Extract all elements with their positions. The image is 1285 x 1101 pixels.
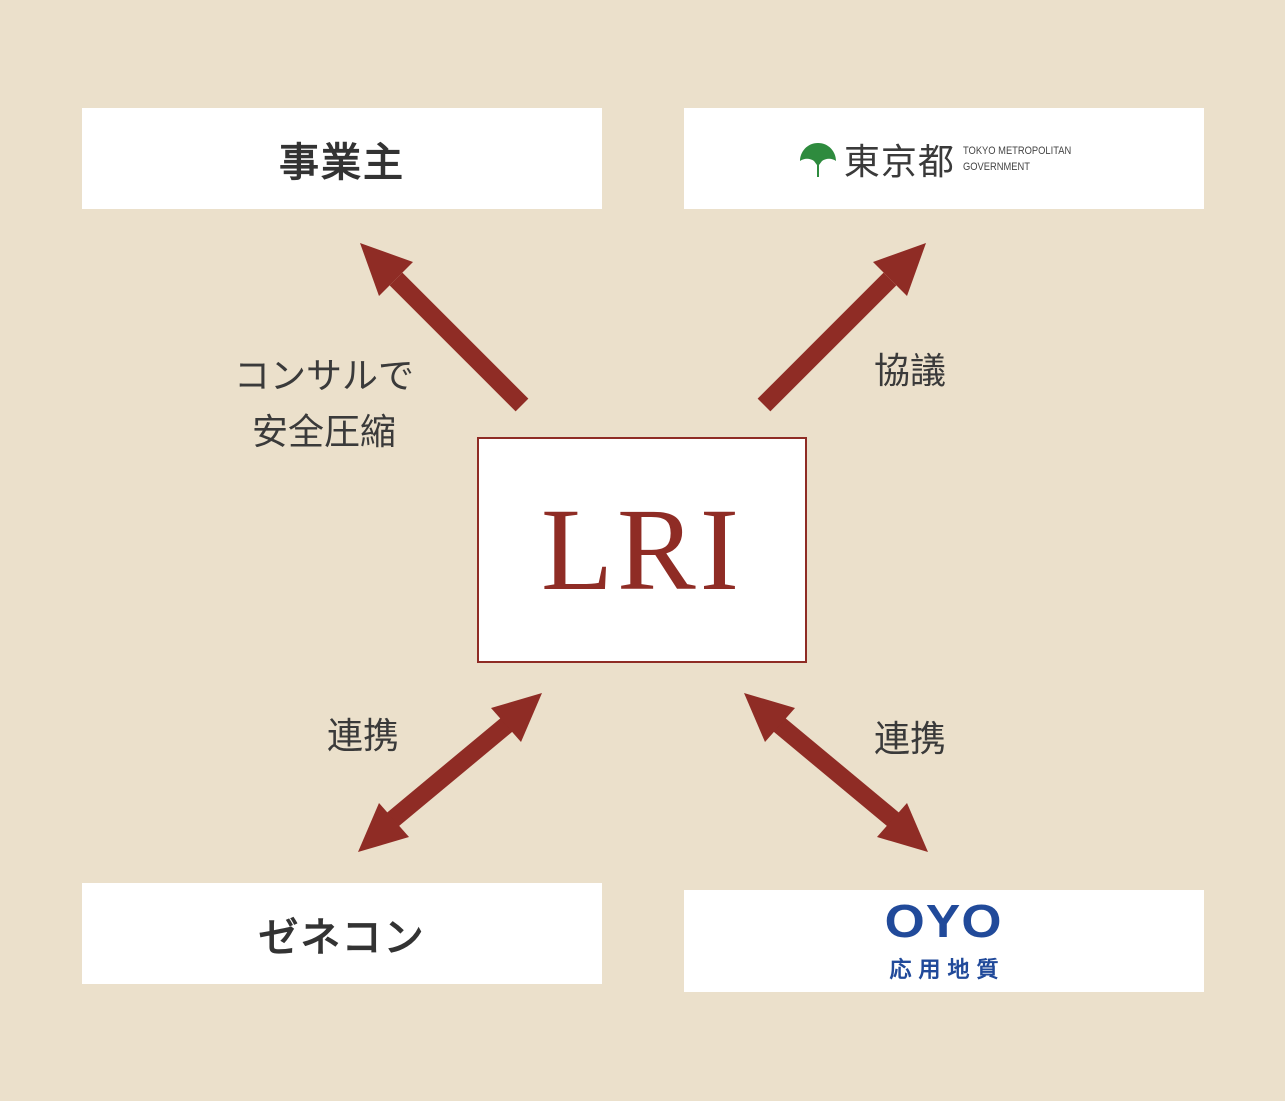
edge-tokyo-label: 協議 [874,351,947,392]
oyo-mark: OYO [885,895,1003,947]
edge-owner-label-line2: 安全圧縮 [251,412,396,453]
oyo-logo: OYO 応用地質 [882,898,1005,984]
ginkgo-leaf-icon [799,142,836,177]
tokyo-logo: 東京都 TOKYO METROPOLITAN GOVERNMENT [798,133,1090,185]
node-oyo: OYO 応用地質 [684,890,1204,992]
edge-oyo-label: 連携 [874,719,947,760]
arrow-to-oyo [744,693,928,852]
center-label: LRI [540,484,744,615]
node-owner-label: 事業主 [279,139,405,186]
node-genecon: ゼネコン [82,883,602,984]
arrow-to-genecon [358,693,542,852]
node-genecon-label: ゼネコン [258,914,426,961]
edge-owner-label-line1: コンサルで [233,356,414,397]
edge-genecon-label: 連携 [327,716,400,757]
arrow-to-owner [360,243,529,412]
node-owner: 事業主 [82,108,602,209]
arrow-to-tokyo [757,243,926,412]
tokyo-subtitle: TOKYO METROPOLITAN GOVERNMENT [961,143,1090,175]
center-node: LRI [477,437,807,663]
oyo-name: 応用地質 [889,958,1006,983]
node-tokyo: 東京都 TOKYO METROPOLITAN GOVERNMENT [684,108,1204,209]
edge-owner-label: コンサルで 安全圧縮 [222,349,426,461]
tokyo-subtitle-line1: TOKYO METROPOLITAN [962,144,1072,157]
tokyo-subtitle-line2: GOVERNMENT [962,160,1030,173]
tokyo-name: 東京都 [843,141,955,183]
